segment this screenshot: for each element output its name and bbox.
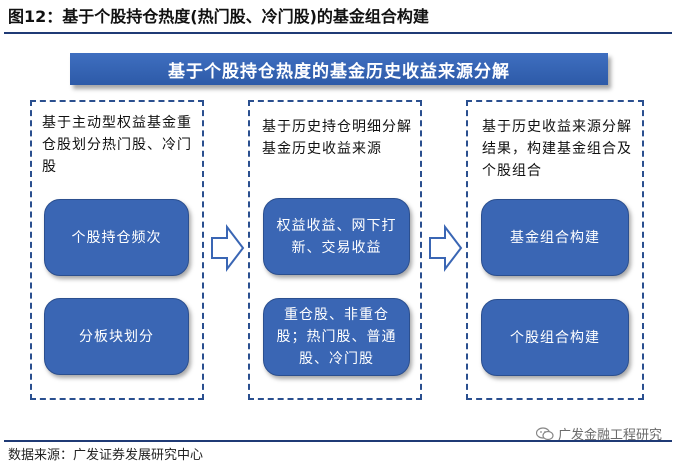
pill-sector-division: 分板块划分 <box>44 298 189 375</box>
panel-2 <box>248 100 422 400</box>
arrow-right-icon <box>211 224 245 272</box>
panel-1-text: 基于主动型权益基金重仓股划分热门股、冷门股 <box>42 115 192 175</box>
figure-title: 图12：基于个股持仓热度(热门股、冷门股)的基金组合构建 <box>8 7 429 26</box>
banner: 基于个股持仓热度的基金历史收益来源分解 <box>70 53 608 85</box>
wechat-icon <box>535 426 554 440</box>
pill-position-frequency: 个股持仓频次 <box>44 199 189 276</box>
arrow-right-icon <box>429 224 463 272</box>
panel-3 <box>466 100 644 400</box>
panel-3-text: 基于历史收益来源分解结果，构建基金组合及个股组合 <box>482 119 632 179</box>
panel-1 <box>30 100 204 400</box>
title-rule <box>4 32 672 34</box>
watermark: 广发金融工程研究 <box>535 424 662 443</box>
watermark-text: 广发金融工程研究 <box>557 428 662 443</box>
footer-rule <box>4 440 672 442</box>
panel-2-text: 基于历史持仓明细分解基金历史收益来源 <box>262 119 412 157</box>
data-source: 数据来源：广发证券发展研究中心 <box>8 448 204 463</box>
pill-return-sources: 权益收益、网下打新、交易收益 <box>263 198 410 275</box>
pill-fund-portfolio: 基金组合构建 <box>481 199 629 276</box>
pill-stock-categories: 重仓股、非重仓股；热门股、普通股、冷门股 <box>263 298 410 376</box>
pill-stock-portfolio: 个股组合构建 <box>481 299 629 376</box>
